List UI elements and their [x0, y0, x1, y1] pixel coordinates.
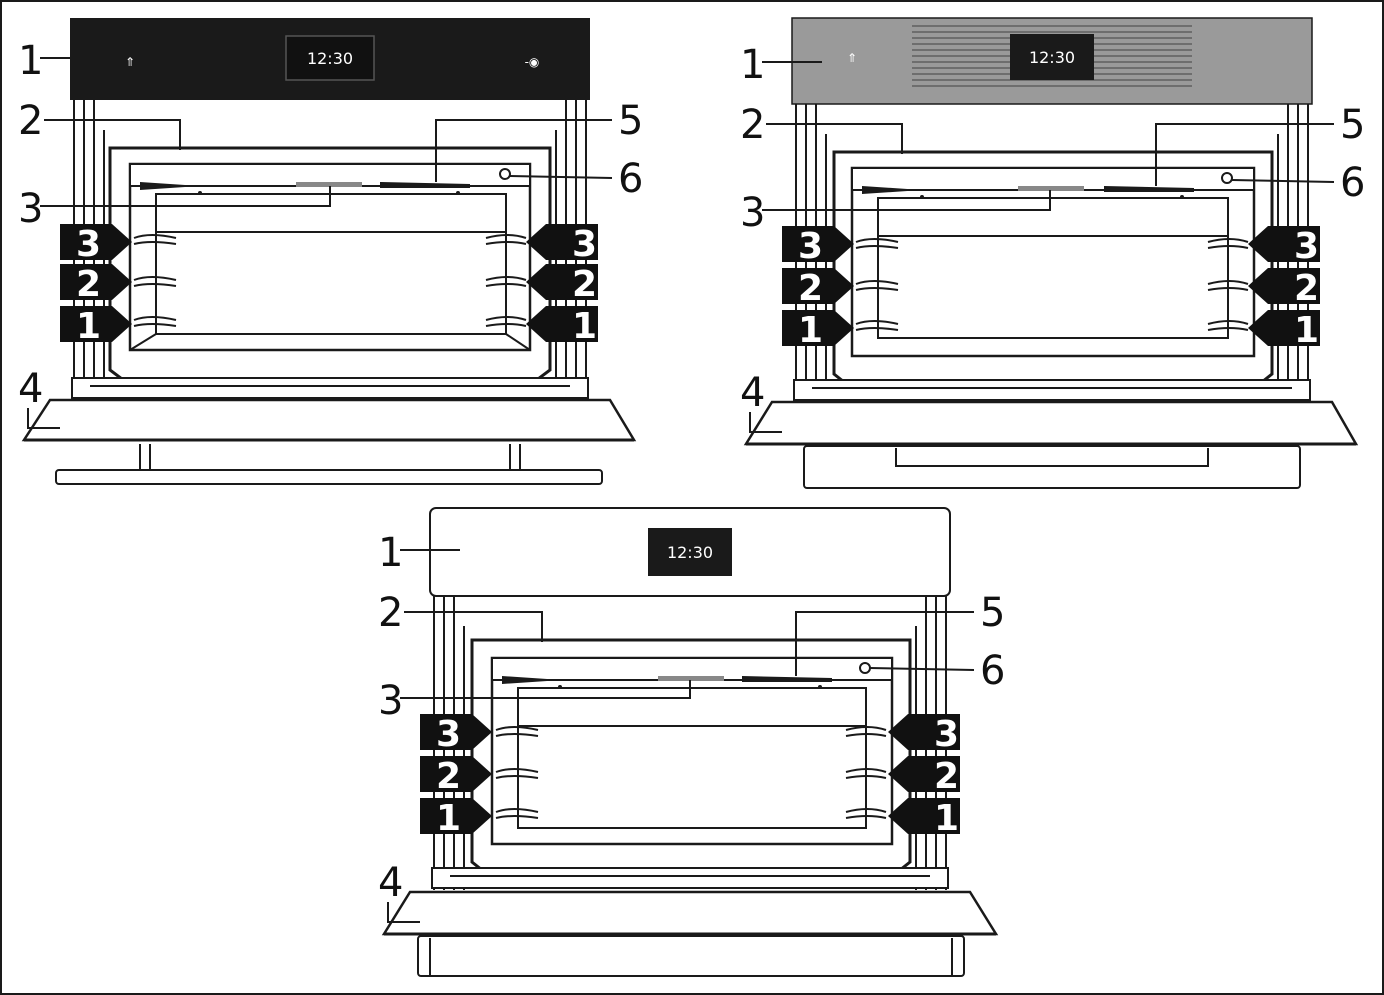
oven-2-clock-text: 12:30: [1029, 48, 1075, 67]
oven-3-rack-tag-right-3: 3: [934, 714, 959, 755]
oven-1-rack-tag-right-2: 2: [572, 264, 597, 305]
oven-3-ceiling: [491, 657, 893, 689]
oven-1-fan-cover: [380, 182, 470, 188]
oven-2-callout-1: 1: [740, 42, 765, 88]
oven-1-light-bar: [296, 182, 362, 187]
oven-2-rack-tag-right-3: 3: [1294, 226, 1319, 267]
oven-1-rack-tag-left-2: 2: [76, 264, 101, 305]
oven-2-callout-4: 4: [740, 370, 765, 416]
oven-3-callout-4: 4: [378, 860, 403, 906]
oven-2-callout-5: 5: [1340, 102, 1365, 148]
oven-3-callout-3: 3: [378, 678, 403, 724]
oven-3-rack-tag-right-1: 1: [934, 798, 959, 839]
oven-3-fan-cover: [742, 676, 832, 682]
oven-2-panel-stripes: [912, 25, 1192, 87]
oven-3-callout-5: 5: [980, 590, 1005, 636]
oven-1-callout-3: 3: [18, 186, 43, 232]
oven-2-callout-2: 2: [740, 102, 765, 148]
oven-1-sensor: [499, 168, 511, 180]
oven-3: 12:30: [378, 507, 1005, 977]
oven-3-rack-rails: [495, 726, 887, 819]
oven-2-callout-6: 6: [1340, 160, 1365, 206]
oven-1-rack-tag-left-3: 3: [76, 224, 101, 265]
oven-3-rack-tags-right: 3 2 1: [888, 714, 960, 839]
oven-1-light-icon: -◉: [525, 55, 540, 69]
oven-1-callout-5: 5: [618, 98, 643, 144]
oven-2-power-icon: ⇑: [847, 51, 857, 65]
oven-2-sensor: [1221, 172, 1233, 184]
oven-2-leader-lines: [749, 61, 1335, 433]
oven-2-ceiling: [851, 167, 1255, 199]
oven-1-callout-6: 6: [618, 156, 643, 202]
oven-2-rack-tag-left-2: 2: [798, 268, 823, 309]
oven-3-rack-tags-left: 3 2 1: [420, 714, 492, 839]
oven-3-rack-tag-left-1: 1: [436, 798, 461, 839]
oven-2-cabinet: [795, 104, 1309, 400]
oven-2: 12:30 ⇑: [740, 17, 1365, 489]
oven-1-leader-lines: [27, 57, 613, 429]
oven-2-callout-3: 3: [740, 190, 765, 236]
oven-1-rack-tags-right: 3 2 1: [526, 224, 598, 347]
oven-2-clock-display: [1010, 34, 1094, 80]
oven-2-rack-tag-right-1: 1: [1294, 310, 1319, 351]
oven-1-door: [21, 377, 637, 485]
oven-3-clock-text: 12:30: [667, 543, 713, 562]
oven-2-rack-rails: [855, 238, 1249, 331]
oven-3-rack-tag-left-2: 2: [436, 756, 461, 797]
oven-1-rack-rails: [133, 234, 527, 327]
oven-1-rack-tag-left-1: 1: [76, 306, 101, 347]
oven-3-sensor: [859, 662, 871, 674]
oven-2-fan-cover: [1104, 186, 1194, 192]
oven-1-rack-tag-right-1: 1: [572, 306, 597, 347]
oven-3-clock-display: [648, 528, 732, 576]
oven-1-clock-text: 12:30: [307, 49, 353, 68]
oven-2-rack-tags-left: 3 2 1: [782, 226, 854, 351]
oven-1: 12:30 ⇑ -◉: [18, 18, 643, 485]
oven-3-leader-lines: [387, 549, 975, 923]
oven-1-clock-display: [285, 35, 375, 81]
oven-2-door: [743, 379, 1359, 489]
oven-1-rack-tags-left: 3 2 1: [60, 224, 132, 347]
oven-1-power-icon: ⇑: [125, 55, 135, 69]
oven-3-callout-1: 1: [378, 530, 403, 576]
oven-1-cavity: [108, 146, 552, 387]
oven-3-light-bar: [658, 676, 724, 681]
oven-2-rack-tag-right-2: 2: [1294, 268, 1319, 309]
oven-2-rack-tags-right: 3 2 1: [1248, 226, 1320, 351]
oven-3-rack-tag-left-3: 3: [436, 714, 461, 755]
oven-3-callout-2: 2: [378, 590, 403, 636]
oven-1-rack-tag-right-3: 3: [572, 224, 597, 265]
oven-2-light-bar: [1018, 186, 1084, 191]
oven-3-rack-tag-right-2: 2: [934, 756, 959, 797]
oven-1-callout-2: 2: [18, 98, 43, 144]
oven-1-callout-1: 1: [18, 38, 43, 84]
oven-2-rack-tag-left-3: 3: [798, 226, 823, 267]
oven-3-callout-6: 6: [980, 648, 1005, 694]
oven-1-cabinet: [73, 100, 587, 400]
oven-2-rack-tag-left-1: 1: [798, 310, 823, 351]
oven-1-callout-4: 4: [18, 366, 43, 412]
oven-3-door: [381, 867, 999, 977]
